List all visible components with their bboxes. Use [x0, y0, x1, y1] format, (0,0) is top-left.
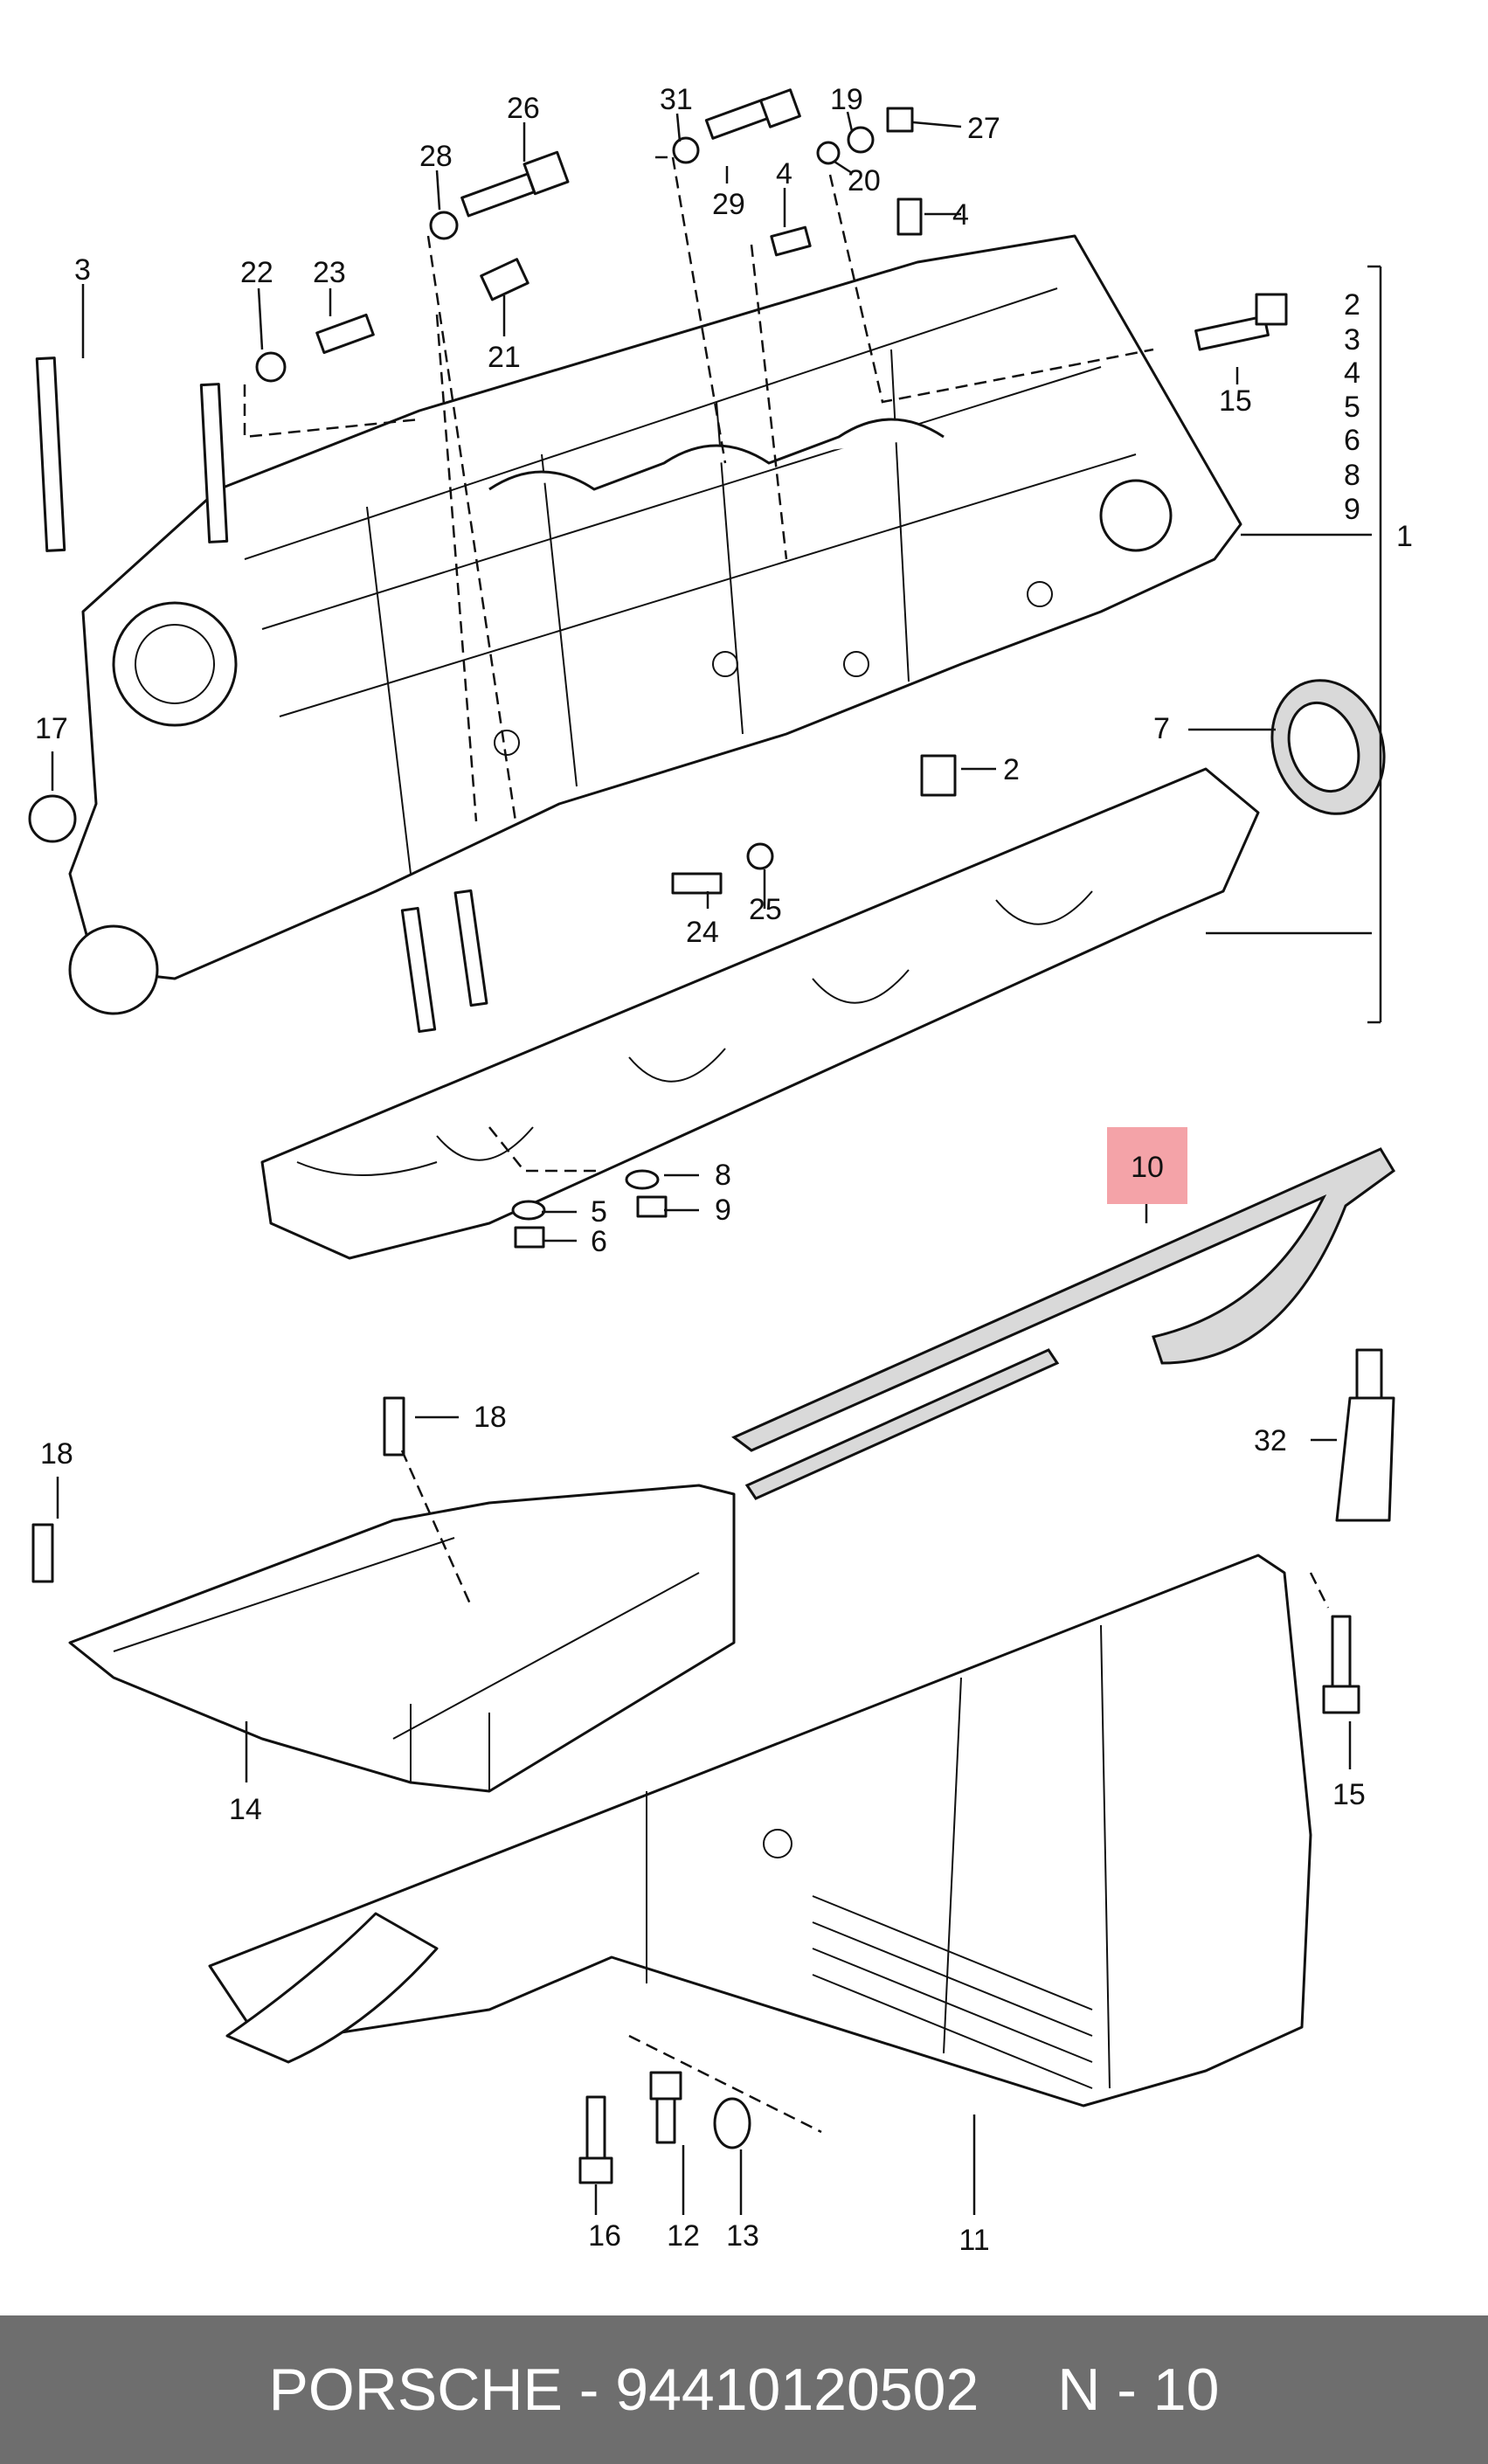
callout-18b: 18 — [40, 1437, 73, 1471]
callout-24: 24 — [686, 916, 719, 949]
group-item: 4 — [1344, 356, 1360, 390]
group-item: 6 — [1344, 424, 1360, 457]
callout-32: 32 — [1254, 1424, 1287, 1457]
callout-31: 31 — [660, 83, 693, 116]
exploded-parts-diagram: 26 31 19 27 28 4 20 29 4 3 22 23 21 15 1… — [28, 83, 1413, 2257]
brand-part-number: PORSCHE - 94410120502 — [268, 2357, 979, 2423]
callout-29: 29 — [712, 188, 745, 221]
callout-14: 14 — [229, 1793, 262, 1826]
crankcase-drawing — [68, 234, 1242, 1015]
bearing-carrier-drawing — [260, 767, 1260, 1260]
sealant-tube-drawing — [1335, 1348, 1395, 1522]
callout-16: 16 — [588, 2219, 621, 2253]
group-item: 9 — [1344, 493, 1360, 526]
callout-labels: 26 31 19 27 28 4 20 29 4 3 22 23 21 15 1… — [35, 83, 1413, 2257]
highlight-box — [1107, 1127, 1187, 1204]
callout-26: 26 — [507, 92, 540, 125]
callout-5: 5 — [591, 1195, 607, 1229]
seal-ring-drawing — [1270, 679, 1386, 815]
callout-18a: 18 — [474, 1401, 507, 1434]
oil-pan-gasket-drawing — [731, 1147, 1395, 1500]
callout-12: 12 — [667, 2219, 700, 2253]
fastener-drawings — [28, 88, 1288, 1249]
callout-9: 9 — [715, 1194, 731, 1227]
callout-6: 6 — [591, 1225, 607, 1258]
drain-plug-drawings — [578, 2071, 751, 2184]
callout-2: 2 — [1003, 753, 1020, 786]
stud-drawing — [35, 356, 488, 1034]
callout-15a: 15 — [1219, 384, 1252, 418]
callout-3: 3 — [74, 253, 91, 287]
callout-20: 20 — [848, 164, 881, 197]
leader-lines — [51, 111, 1382, 2215]
callout-21: 21 — [488, 341, 521, 374]
callout-8: 8 — [715, 1159, 731, 1192]
callout-13: 13 — [726, 2219, 759, 2253]
callout-11: 11 — [959, 2224, 989, 2257]
callout-4a: 4 — [776, 157, 792, 190]
callout-22: 22 — [240, 256, 273, 289]
diagram-reference: N - 10 — [1057, 2357, 1220, 2423]
oil-pan-drawing — [208, 1554, 1360, 2108]
callout-1: 1 — [1396, 520, 1413, 553]
group-list: 2 3 4 5 6 8 9 — [1344, 288, 1360, 526]
group-item: 8 — [1344, 459, 1360, 492]
callout-23: 23 — [313, 256, 346, 289]
part-number-footer: PORSCHE - 94410120502 N - 10 — [0, 2315, 1488, 2464]
group-item: 5 — [1344, 391, 1360, 424]
group-item: 2 — [1344, 288, 1360, 322]
callout-4b: 4 — [952, 198, 969, 232]
oil-baffle-drawing — [31, 1396, 736, 1793]
callout-19: 19 — [830, 83, 863, 116]
callout-17: 17 — [35, 712, 68, 745]
group-item: 3 — [1344, 323, 1360, 356]
callout-15b: 15 — [1332, 1778, 1366, 1811]
callout-27: 27 — [967, 112, 1000, 145]
callout-25: 25 — [749, 893, 782, 926]
callout-28: 28 — [419, 140, 453, 173]
alignment-lines — [243, 156, 1330, 2134]
callout-7: 7 — [1153, 712, 1170, 745]
highlighted-callout-10: 10 — [1131, 1151, 1164, 1184]
